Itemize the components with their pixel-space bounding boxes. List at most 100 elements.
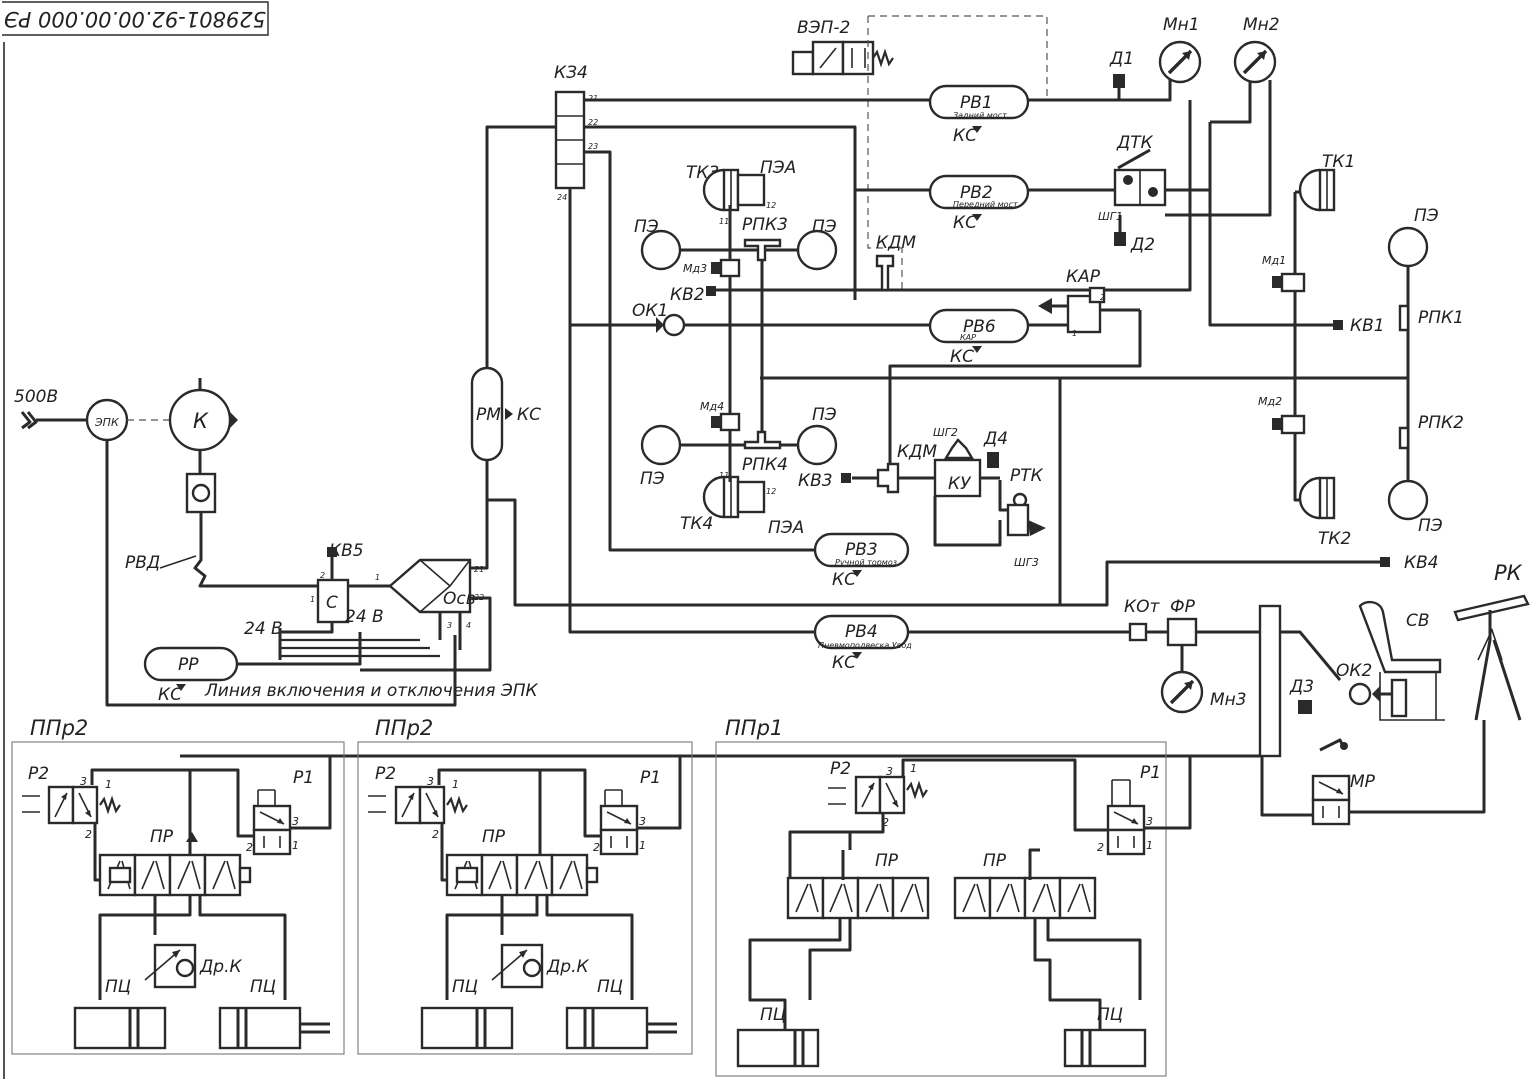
svg-text:24 В: 24 В <box>244 619 283 639</box>
tank-pz-1: ПЭ <box>634 217 682 271</box>
svg-text:2: 2 <box>85 828 92 841</box>
svg-text:ШГ3: ШГ3 <box>1014 556 1039 569</box>
svg-text:ПЦ: ПЦ <box>1097 1005 1123 1025</box>
svg-text:3: 3 <box>886 765 893 778</box>
plug-kv3: КВ3 <box>798 471 878 491</box>
svg-text:1: 1 <box>292 839 299 852</box>
svg-text:11: 11 <box>719 471 729 480</box>
svg-text:КС: КС <box>950 347 974 367</box>
svg-text:Mн1: Mн1 <box>1163 15 1200 35</box>
svg-text:ШГ2: ШГ2 <box>933 426 958 439</box>
svg-text:ШГ1: ШГ1 <box>1098 210 1123 223</box>
svg-text:3: 3 <box>447 621 452 630</box>
sensor-md2: Mд2 <box>1258 395 1306 435</box>
svg-text:ПЭ: ПЭ <box>640 469 665 489</box>
cylinder-pc-3 <box>420 1006 514 1050</box>
reservoir-pv6: РВ6 КАР КС <box>928 308 1030 367</box>
svg-text:Mн2: Mн2 <box>1243 15 1280 35</box>
document-stamp: 529801-92.00.00.000 РЭ <box>2 1 269 36</box>
reservoir-pv4: РВ4 Пневмоподвеска Увод КС <box>813 614 912 673</box>
svg-text:1: 1 <box>639 839 646 852</box>
svg-text:РТК: РТК <box>1010 466 1044 486</box>
svg-text:1: 1 <box>375 573 380 582</box>
svg-text:ОК2: ОК2 <box>1336 661 1372 681</box>
svg-text:2: 2 <box>246 841 253 854</box>
svg-text:ТК2: ТК2 <box>1318 529 1351 549</box>
svg-text:ПЭА: ПЭА <box>768 518 804 538</box>
svg-text:ДТК: ДТК <box>1116 133 1154 153</box>
svg-text:ППр2: ППр2 <box>30 716 88 740</box>
brake-chamber-tk2: ТК2 <box>1298 476 1351 549</box>
sensor-d4: Д4 <box>983 429 1008 468</box>
kar-valve: КАР 2 1 <box>1038 267 1140 338</box>
svg-text:11: 11 <box>719 217 729 226</box>
svg-text:12: 12 <box>766 201 776 210</box>
throttle-drk-2: Др.К <box>491 943 589 989</box>
cylinder-pc-1 <box>73 1006 167 1050</box>
svg-text:КАР: КАР <box>1066 267 1101 287</box>
tank-pz-6: ПЭ <box>1387 479 1443 536</box>
valve-mr: МР <box>1311 738 1376 826</box>
steering-rk: РК <box>1348 561 1530 814</box>
svg-text:Mд1: Mд1 <box>1262 254 1286 267</box>
reservoir-rm: РМ КС <box>470 366 541 462</box>
svg-text:ОК1: ОК1 <box>632 301 668 321</box>
sensor-md1: Mд1 <box>1262 254 1306 293</box>
svg-text:Mд4: Mд4 <box>700 400 724 413</box>
brake-chamber-tk4: ТК4 ПЭА 12 11 <box>680 471 804 538</box>
svg-text:ЭПК: ЭПК <box>94 416 120 429</box>
svg-text:РК: РК <box>1494 561 1523 585</box>
svg-text:КС: КС <box>953 213 977 233</box>
plug-kv4: КВ4 <box>1380 553 1439 573</box>
svg-text:ТК4: ТК4 <box>680 514 713 534</box>
reservoir-pv2: РВ2 Передний мост КС <box>928 174 1030 233</box>
collector-pipe <box>1258 604 1282 758</box>
svg-text:КУ: КУ <box>948 474 972 494</box>
brake-chamber-tk1: ТК1 <box>1298 152 1355 212</box>
panel-ppr2-left: ППр2 Р2 3 1 2 Р1 3 1 2 ПР Др.К <box>11 716 345 1055</box>
svg-text:ПЦ: ПЦ <box>760 1005 786 1025</box>
gauge-icon <box>1160 670 1204 714</box>
svg-text:Р2: Р2 <box>830 759 851 779</box>
svg-text:КВ2: КВ2 <box>670 285 705 305</box>
cylinder-pc-5 <box>736 1028 820 1068</box>
svg-text:2: 2 <box>882 816 889 829</box>
svg-text:1: 1 <box>452 778 459 791</box>
svg-text:Mн3: Mн3 <box>1210 690 1247 710</box>
tank-pz-3: ПЭ <box>640 424 682 489</box>
svg-text:3: 3 <box>639 815 646 828</box>
svg-text:Др.К: Др.К <box>546 957 589 977</box>
svg-text:КДМ: КДМ <box>897 442 937 462</box>
svg-text:КВ1: КВ1 <box>1350 316 1385 336</box>
tank-pz-2: ПЭ <box>796 217 838 271</box>
kdm-valve-top: КДМ <box>875 233 916 292</box>
rpk1-valve: РПК1 <box>1398 304 1464 332</box>
svg-text:22: 22 <box>588 118 598 127</box>
svg-text:2: 2 <box>1100 293 1105 302</box>
gauge-mn2: Mн2 <box>1233 15 1280 84</box>
panel-ppr2-middle: ППр2 Р2 3 1 2 Р1 3 1 2 ПР Др.К ПЦ <box>357 716 693 1055</box>
rpk3-valve: РПК3 <box>742 215 788 262</box>
svg-text:ППр2: ППр2 <box>375 716 433 740</box>
svg-text:РПК2: РПК2 <box>1418 413 1464 433</box>
cylinder-pc-6 <box>1063 1028 1147 1068</box>
sensor-d3: Д3 <box>1289 677 1314 714</box>
svg-text:Mд2: Mд2 <box>1258 395 1282 408</box>
svg-text:РР: РР <box>178 655 199 675</box>
tank-pz-5: ПЭ <box>1387 206 1439 268</box>
sensor-d2: Д2 <box>1114 215 1155 255</box>
svg-text:ФР: ФР <box>1170 597 1196 617</box>
svg-text:Задний мост: Задний мост <box>953 111 1007 120</box>
svg-text:КС: КС <box>517 405 541 425</box>
svg-text:КОт: КОт <box>1124 597 1160 617</box>
svg-text:КС: КС <box>832 653 856 673</box>
power-500v: 500В <box>14 387 87 430</box>
svg-text:2: 2 <box>593 841 600 854</box>
relay-pp: РР КС Линия включения и отключения ЭПК <box>143 632 539 705</box>
svg-text:РПК1: РПК1 <box>1418 308 1464 328</box>
svg-text:ВЭП-2: ВЭП-2 <box>797 18 850 38</box>
svg-text:КВ5: КВ5 <box>329 541 364 561</box>
svg-text:3: 3 <box>292 815 299 828</box>
